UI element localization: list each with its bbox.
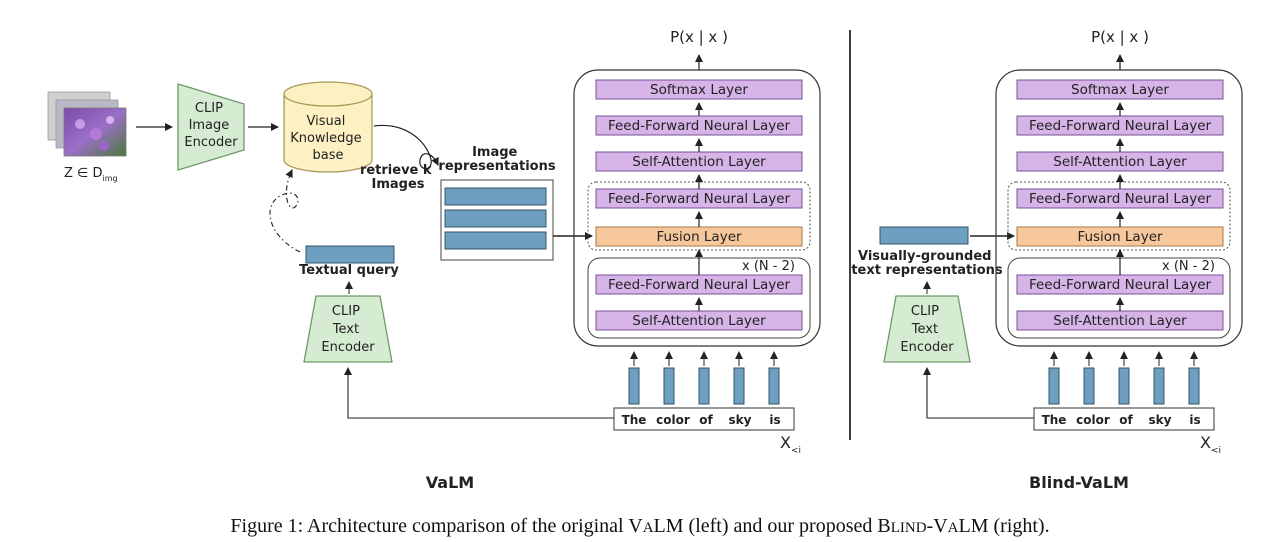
ffn-layer-low-right-label: Feed-Forward Neural Layer [1029,277,1212,293]
image-vector-1 [444,187,547,206]
repeat-block-right [1007,257,1231,339]
lm-outer-box-left [573,69,821,347]
textual-query-vector [305,245,395,264]
softmax-layer-left-label: Softmax Layer [650,82,748,98]
token-box-right [1033,407,1215,431]
token-vectors-right [1048,367,1200,405]
blind-valm-title: Blind-VaLM [1029,473,1129,492]
svg-text:The: The [622,413,647,427]
clip-text-encoder-label-right: CLIP Text Encoder [900,304,954,355]
clip-image-encoder-label: CLIP Image Encoder [184,101,238,150]
self-attention-top-right-label: Self-Attention Layer [1053,154,1187,170]
self-attention-low-left-label: Self-Attention Layer [632,313,766,329]
fusion-layer-right-label: Fusion Layer [1077,229,1163,245]
repeat-label-left: x (N - 2) [742,259,795,274]
ffn-layer-top-left-label: Feed-Forward Neural Layer [608,118,791,134]
textual-query-label: Textual query [299,263,399,278]
image-vector-3 [444,231,547,250]
clip-text-encoder-label-left: CLIP Text Encoder [321,304,375,355]
vg-text-repr-vector [879,226,969,245]
softmax-layer-right-label: Softmax Layer [1071,82,1169,98]
retrieve-k-label: retrieve k Images [360,163,436,192]
clip-text-encoder-box-left [303,295,393,363]
svg-text:is: is [769,413,780,427]
image-stack-icon [47,91,127,157]
svg-text:color: color [1076,413,1110,427]
image-vector-2 [444,209,547,228]
retrieve-arrow [373,124,439,170]
svg-text:sky: sky [1149,413,1172,427]
self-attention-low-right-label: Self-Attention Layer [1053,313,1187,329]
vg-text-repr-label: Visually-grounded text representations [851,249,1003,278]
figure-caption: Figure 1: Architecture comparison of the… [230,515,1049,537]
arrow-tokens-to-text-encoder-right [923,367,1034,419]
token-box-left [613,407,795,431]
svg-text:of: of [699,413,713,427]
lm-outer-box-right [995,69,1243,347]
token-vectors-left [628,367,780,405]
input-label-right: X<i [1200,433,1221,456]
ffn-layer-low-left-label: Feed-Forward Neural Layer [608,277,791,293]
valm-title: VaLM [426,473,474,492]
tokens-right: The color of sky is [1042,413,1201,427]
svg-text:of: of [1119,413,1133,427]
valm-panel: Z ∈ Dimg CLIP Image Encoder Visual Knowl… [47,28,821,492]
softmax-layer-right [1016,79,1224,100]
softmax-layer-left [595,79,803,100]
ffn-layer-mid-left-label: Feed-Forward Neural Layer [608,191,791,207]
output-probability-left: P(x | x ) [670,28,728,46]
image-set-label: Z ∈ Dimg [64,166,118,183]
input-label-left: X<i [780,433,801,456]
token-to-stack-arrows-right [1050,351,1198,366]
image-representations-label: Image representations [438,145,555,174]
blind-valm-panel: Visually-grounded text representations C… [851,28,1243,492]
query-to-kb-dashed-arrow [269,169,301,253]
fusion-layer-left-label: Fusion Layer [656,229,742,245]
ffn-layer-mid-right-label: Feed-Forward Neural Layer [1029,191,1212,207]
arrow-tokens-to-text-encoder-left [344,367,614,419]
svg-text:The: The [1042,413,1067,427]
clip-image-encoder-box [177,83,245,171]
token-to-stack-arrows-left [630,351,778,366]
svg-text:is: is [1189,413,1200,427]
ffn-layer-top-right-label: Feed-Forward Neural Layer [1029,118,1212,134]
tokens-left: The color of sky is [622,413,781,427]
self-attention-top-left-label: Self-Attention Layer [632,154,766,170]
clip-text-encoder-box-right [883,295,971,363]
repeat-label-right: x (N - 2) [1162,259,1215,274]
svg-text:color: color [656,413,690,427]
visual-knowledge-base-cylinder [283,81,373,173]
visual-knowledge-base-label: Visual Knowledge base [290,114,366,163]
output-probability-right: P(x | x ) [1091,28,1149,46]
svg-text:sky: sky [729,413,752,427]
